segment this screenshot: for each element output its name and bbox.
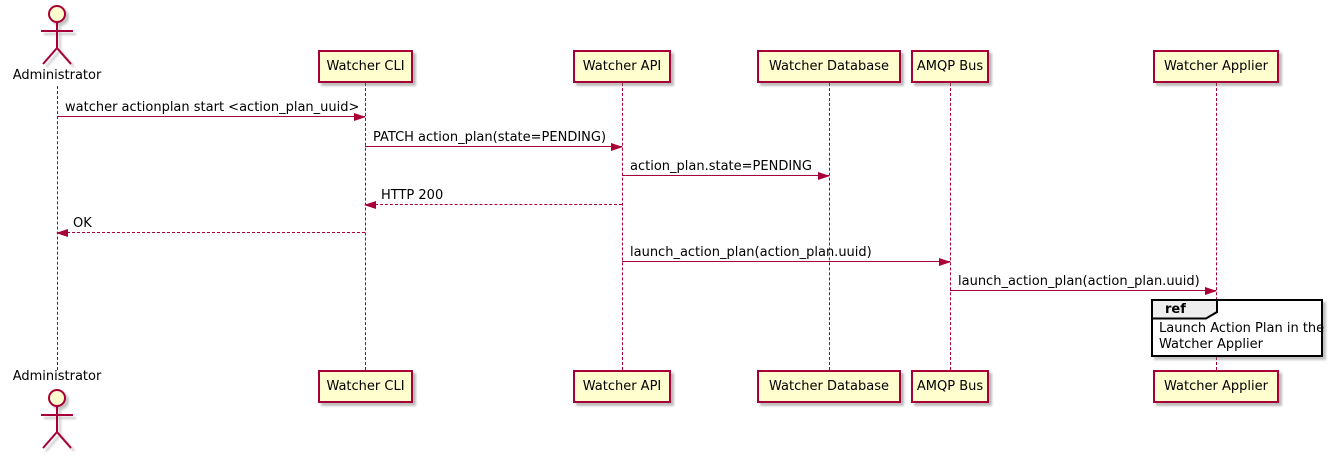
message-1: watcher actionplan start <action_plan_uu… [57, 97, 366, 121]
participant-watcher-applier: Watcher Applier [1153, 370, 1279, 403]
lifeline-watcher-cli [365, 83, 366, 370]
lifeline-watcher-api [622, 83, 623, 370]
message-label: watcher actionplan start <action_plan_uu… [65, 100, 360, 115]
message-label: launch_action_plan(action_plan.uuid) [958, 274, 1200, 289]
arrowhead-right-icon [939, 258, 951, 266]
message-label: OK [73, 216, 92, 231]
lifeline-watcher-applier [1216, 83, 1217, 370]
message-3: action_plan.state=PENDING [622, 156, 830, 180]
message-line [57, 232, 365, 233]
message-line [365, 204, 622, 205]
message-line [622, 261, 950, 262]
message-line [622, 175, 829, 176]
message-2: PATCH action_plan(state=PENDING) [365, 127, 623, 151]
actor-icon [41, 389, 73, 449]
participant-watcher-api: Watcher API [573, 370, 671, 403]
message-line [57, 116, 365, 117]
message-5: OK [56, 213, 365, 237]
participant-watcher-cli: Watcher CLI [318, 370, 413, 403]
arrowhead-right-icon [611, 143, 623, 151]
arrowhead-left-icon [56, 229, 68, 237]
lifeline-amqp-bus [950, 83, 951, 370]
participant-watcher-database: Watcher Database [757, 50, 901, 83]
arrowhead-right-icon [354, 113, 366, 121]
ref-tab [1151, 299, 1218, 320]
participant-watcher-api: Watcher API [573, 50, 671, 83]
participant-watcher-cli: Watcher CLI [318, 50, 413, 83]
lifeline-watcher-database [829, 83, 830, 370]
message-label: action_plan.state=PENDING [630, 159, 812, 174]
message-4: HTTP 200 [364, 185, 622, 209]
participant-amqp-bus: AMQP Bus [911, 370, 989, 403]
ref-text: Launch Action Plan in the Watcher Applie… [1159, 321, 1324, 353]
ref-text-line1: Launch Action Plan in the [1159, 321, 1325, 336]
ref-text-line2: Watcher Applier [1159, 337, 1263, 352]
message-label: PATCH action_plan(state=PENDING) [373, 130, 607, 145]
message-6: launch_action_plan(action_plan.uuid) [622, 242, 951, 266]
arrowhead-right-icon [818, 172, 830, 180]
actor-label: Administrator [12, 369, 102, 384]
lifeline-administrator [57, 86, 58, 370]
message-7: launch_action_plan(action_plan.uuid) [950, 271, 1217, 295]
arrowhead-right-icon [1205, 287, 1217, 295]
participant-watcher-applier: Watcher Applier [1153, 50, 1279, 83]
arrowhead-left-icon [364, 201, 376, 209]
message-label: HTTP 200 [381, 188, 444, 203]
ref-fragment: ref Launch Action Plan in the Watcher Ap… [1151, 299, 1324, 357]
participant-amqp-bus: AMQP Bus [911, 50, 989, 83]
actor-label: Administrator [12, 68, 102, 83]
message-line [365, 146, 622, 147]
ref-keyword: ref [1165, 302, 1186, 317]
message-label: launch_action_plan(action_plan.uuid) [630, 245, 872, 260]
participant-watcher-database: Watcher Database [757, 370, 901, 403]
message-line [950, 290, 1216, 291]
actor-icon [41, 5, 73, 65]
